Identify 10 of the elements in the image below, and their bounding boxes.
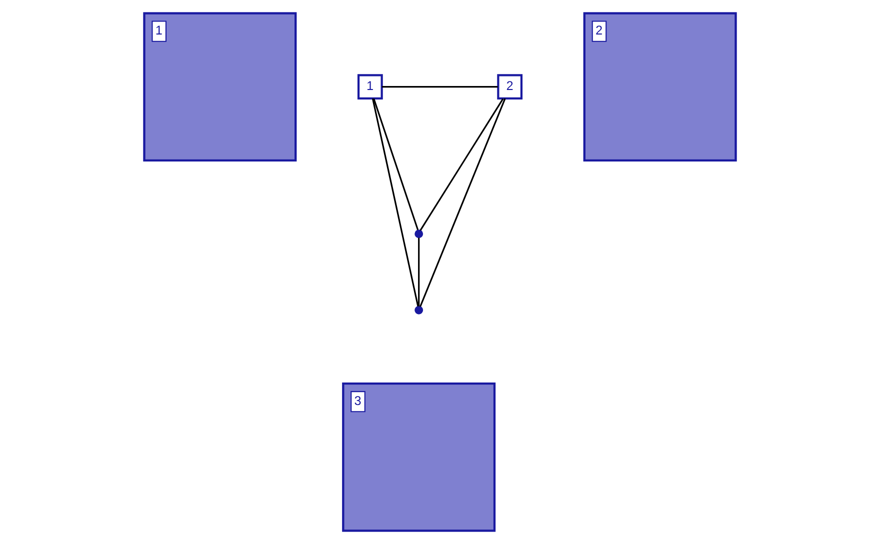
connector [373, 98, 419, 230]
connector [372, 98, 419, 306]
node-box: 2 [497, 74, 523, 100]
connector [382, 86, 498, 88]
node-box: 1 [357, 74, 383, 100]
node-circle [414, 306, 424, 314]
connector [420, 98, 506, 307]
connector [418, 238, 420, 306]
connector [420, 98, 504, 231]
node-circle [414, 230, 424, 238]
